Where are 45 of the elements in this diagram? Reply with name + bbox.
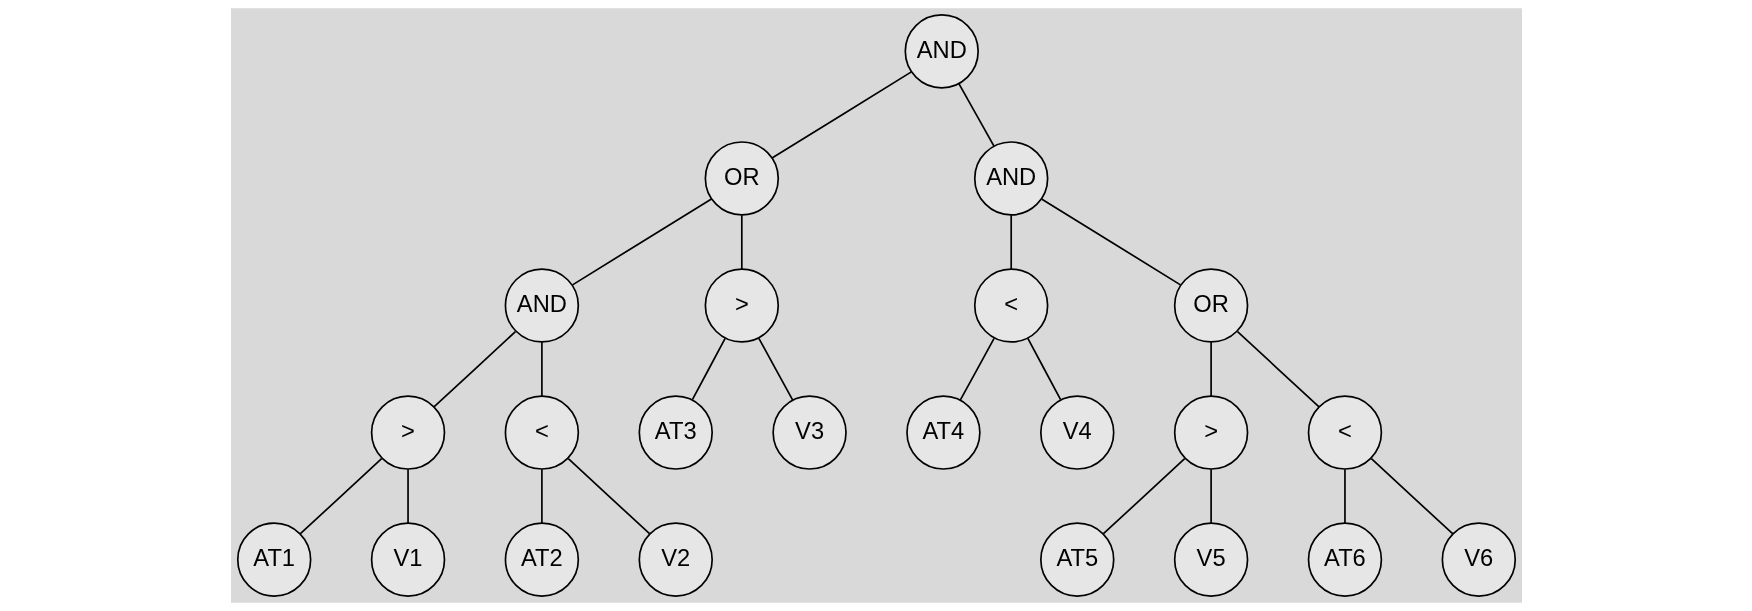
connector (958, 337, 995, 401)
connector (432, 330, 516, 408)
connector (740, 214, 743, 270)
node-circle: < (973, 268, 1048, 343)
node-circle: V5 (1173, 522, 1248, 597)
connector (571, 198, 712, 286)
node-circle: < (504, 395, 579, 470)
node-circle: AT4 (905, 395, 981, 470)
node-circle: > (370, 395, 445, 470)
node-circle: AT6 (1307, 522, 1382, 597)
node-circle: AT3 (637, 395, 713, 470)
node-circle: AT1 (236, 522, 311, 597)
node-circle: V6 (1441, 522, 1516, 597)
connector (1101, 457, 1185, 535)
connector (757, 337, 794, 401)
node-circle: V1 (370, 522, 445, 597)
connector (1009, 214, 1012, 270)
node-circle: < (1307, 395, 1382, 470)
node-circle: AT5 (1039, 522, 1115, 597)
node-circle: OR (1173, 268, 1248, 343)
connector (1370, 457, 1454, 535)
node-circle: > (1173, 395, 1248, 470)
node-circle: > (704, 268, 779, 343)
connector (1236, 330, 1320, 408)
node-circle: AND (504, 268, 579, 343)
connector (957, 82, 995, 147)
node-circle: V2 (637, 522, 713, 597)
node-circle: AND (973, 141, 1048, 216)
connector (406, 468, 409, 524)
connector (540, 341, 543, 397)
connector (1040, 198, 1181, 286)
connector (540, 468, 543, 524)
node-circle: V3 (771, 395, 847, 470)
node-circle: AND (903, 14, 979, 89)
node-circle: V4 (1039, 395, 1115, 470)
connector (1209, 341, 1212, 397)
connector (691, 337, 726, 401)
node-circle: AT2 (504, 522, 579, 597)
connector (771, 71, 912, 159)
connector (1209, 468, 1212, 524)
node-circle: OR (704, 141, 779, 216)
connector (1343, 468, 1346, 524)
connector (567, 457, 651, 535)
connector (298, 457, 382, 535)
connector (1026, 337, 1061, 401)
